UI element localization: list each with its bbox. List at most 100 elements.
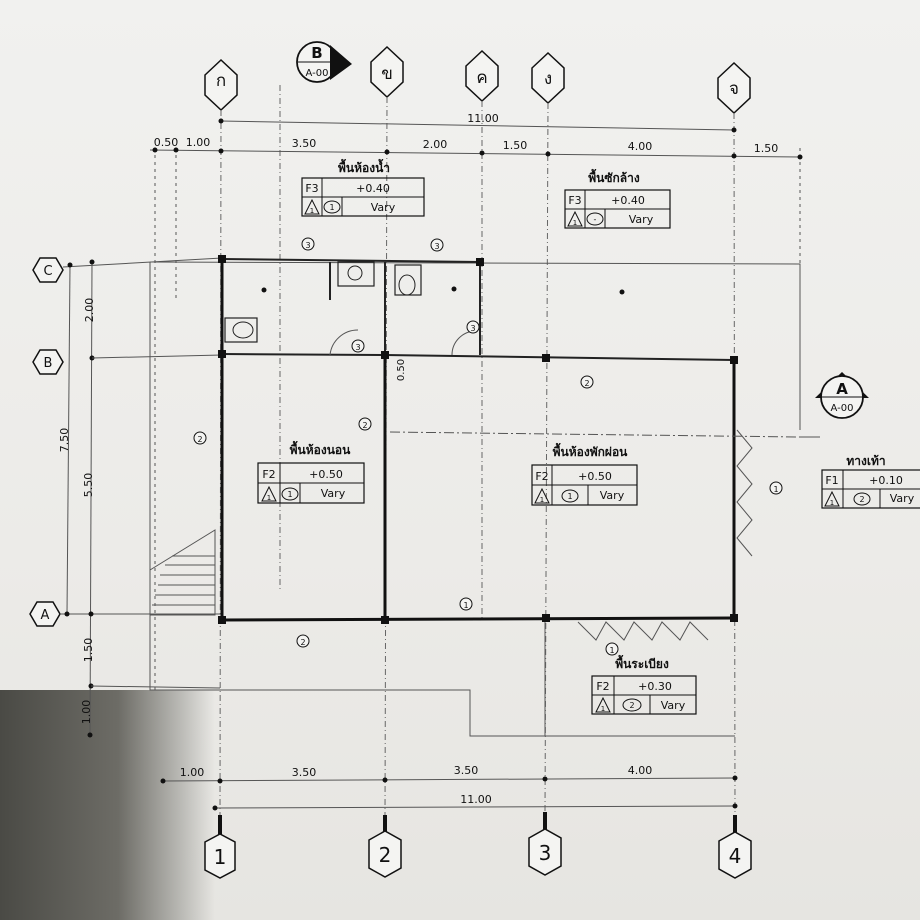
left-dimensions: 7.50 2.00 5.50 1.50 1.00 xyxy=(58,259,223,738)
section-sheet: A-00 xyxy=(831,403,854,414)
svg-text:1: 1 xyxy=(830,499,834,507)
room-name: พื้นห้องนอน xyxy=(290,440,352,457)
section-letter: B xyxy=(311,44,322,62)
callout-circle: 3 xyxy=(301,237,315,251)
svg-text:3: 3 xyxy=(470,324,475,333)
dim-bottom-overall: 11.00 xyxy=(460,793,492,806)
room-level: +0.10 xyxy=(869,474,903,487)
grid-label: 4 xyxy=(729,844,742,868)
room-code: F2 xyxy=(596,680,609,693)
room-level: +0.40 xyxy=(356,182,390,195)
svg-text:3: 3 xyxy=(434,242,439,251)
dim-bottom-seg: 3.50 xyxy=(292,766,317,779)
callouts: 3 3 3 3 2 2 2 2 1 1 1 xyxy=(193,237,783,656)
grid-label: 2 xyxy=(379,843,392,867)
bathroom-fixtures xyxy=(224,261,625,356)
room-code: F2 xyxy=(262,468,275,481)
callout-circle: 2 xyxy=(193,431,207,445)
dim-bottom-seg: 1.00 xyxy=(180,766,205,779)
grid-bubble-top-1: ก xyxy=(204,58,238,112)
grid-label: ข xyxy=(381,64,393,84)
room-note: Vary xyxy=(890,492,915,505)
room-tag-bathroom: พื้นห้องน้ำ F3 +0.40 1 1 Vary xyxy=(301,158,425,217)
section-mark-b: B A-00 xyxy=(296,41,352,83)
grid-label: ก xyxy=(216,71,226,91)
section-letter: A xyxy=(836,380,848,398)
svg-text:1: 1 xyxy=(601,705,605,713)
grid-bubble-left-c: C xyxy=(32,257,223,283)
room-tag-bedroom: พื้นห้องนอน F2 +0.50 1 1 Vary xyxy=(257,440,365,504)
dim-left-seg: 1.50 xyxy=(82,638,95,663)
grid-label: 1 xyxy=(214,845,227,869)
svg-text:2: 2 xyxy=(859,495,864,504)
room-tag-laundry: พื้นซักล้าง F3 +0.40 1 - Vary xyxy=(564,168,671,229)
callout-circle: 2 xyxy=(296,634,310,648)
svg-text:1: 1 xyxy=(310,207,314,215)
callout-circle: 3 xyxy=(466,320,480,334)
grid-label: B xyxy=(44,356,53,371)
dim-top-seg: 1.50 xyxy=(754,142,779,155)
room-note: Vary xyxy=(661,699,686,712)
grid-bubble-bottom-1: 1 xyxy=(204,815,236,879)
room-tag-walkway: ทางเท้า F1 +0.10 1 2 Vary xyxy=(821,454,920,509)
room-name: พื้นห้องพักผ่อน xyxy=(553,442,629,459)
grid-bubble-bottom-2: 2 xyxy=(368,815,402,878)
dim-left-seg: 2.00 xyxy=(83,298,96,323)
svg-text:1: 1 xyxy=(567,492,572,501)
dim-top-seg: 3.50 xyxy=(292,137,317,150)
callout-circle: 2 xyxy=(580,375,594,389)
dim-top-seg: 2.00 xyxy=(423,138,448,151)
svg-text:1: 1 xyxy=(267,494,271,502)
dim-left-seg: 5.50 xyxy=(82,473,95,498)
dim-top-overall: 11.00 xyxy=(467,112,499,125)
room-code: F3 xyxy=(568,194,581,207)
room-note: Vary xyxy=(321,487,346,500)
room-tag-living: พื้นห้องพักผ่อน F2 +0.50 1 1 Vary xyxy=(531,442,638,506)
callout-circle: 3 xyxy=(430,238,444,252)
room-name: พื้นระเบียง xyxy=(615,654,669,671)
svg-text:1: 1 xyxy=(609,646,614,655)
dim-top-seg: 1.00 xyxy=(186,136,211,149)
callout-circle: 1 xyxy=(769,481,783,495)
grid-bubble-left-b: B xyxy=(32,349,64,375)
svg-text:2: 2 xyxy=(362,421,367,430)
stairs-left xyxy=(149,529,216,616)
dim-left-overall: 7.50 xyxy=(58,428,71,453)
room-note: Vary xyxy=(629,213,654,226)
grid-label: จ xyxy=(729,79,739,99)
svg-text:1: 1 xyxy=(287,490,292,499)
photo-shadow xyxy=(0,690,215,920)
svg-text:-: - xyxy=(594,215,597,224)
grid-label: C xyxy=(43,264,52,279)
svg-text:1: 1 xyxy=(573,219,577,227)
svg-text:2: 2 xyxy=(300,638,305,647)
svg-text:1: 1 xyxy=(463,601,468,610)
svg-text:3: 3 xyxy=(355,343,360,352)
dim-small: 0.50 xyxy=(396,359,407,381)
room-note: Vary xyxy=(371,201,396,214)
svg-text:1: 1 xyxy=(540,496,544,504)
grid-bubble-top-5: จ xyxy=(717,61,751,115)
grid-label: 3 xyxy=(539,841,552,865)
svg-text:3: 3 xyxy=(305,241,310,250)
dim-top-seg: 0.50 xyxy=(154,136,179,149)
grid-bubble-bottom-3: 3 xyxy=(528,812,562,876)
callout-circle: 1 xyxy=(605,642,619,656)
grid-label: A xyxy=(41,608,50,623)
grid-bubble-bottom-4: 4 xyxy=(718,815,752,879)
grid-label: ง xyxy=(544,69,552,89)
room-level: +0.50 xyxy=(578,470,612,483)
grid-bubble-top-2: ข xyxy=(370,45,404,99)
bottom-dimensions: 1.00 3.50 3.50 4.00 11.00 xyxy=(160,764,738,811)
grid-bubble-top-4: ง xyxy=(531,51,565,105)
callout-circle: 1 xyxy=(459,597,473,611)
room-name: ทางเท้า xyxy=(846,454,885,468)
callout-circle: 2 xyxy=(358,417,372,431)
room-name: พื้นห้องน้ำ xyxy=(338,158,390,175)
grid-lines xyxy=(60,85,801,816)
room-code: F2 xyxy=(535,470,548,483)
svg-text:2: 2 xyxy=(197,435,202,444)
grid-label: ค xyxy=(476,68,487,88)
svg-text:1: 1 xyxy=(773,485,778,494)
